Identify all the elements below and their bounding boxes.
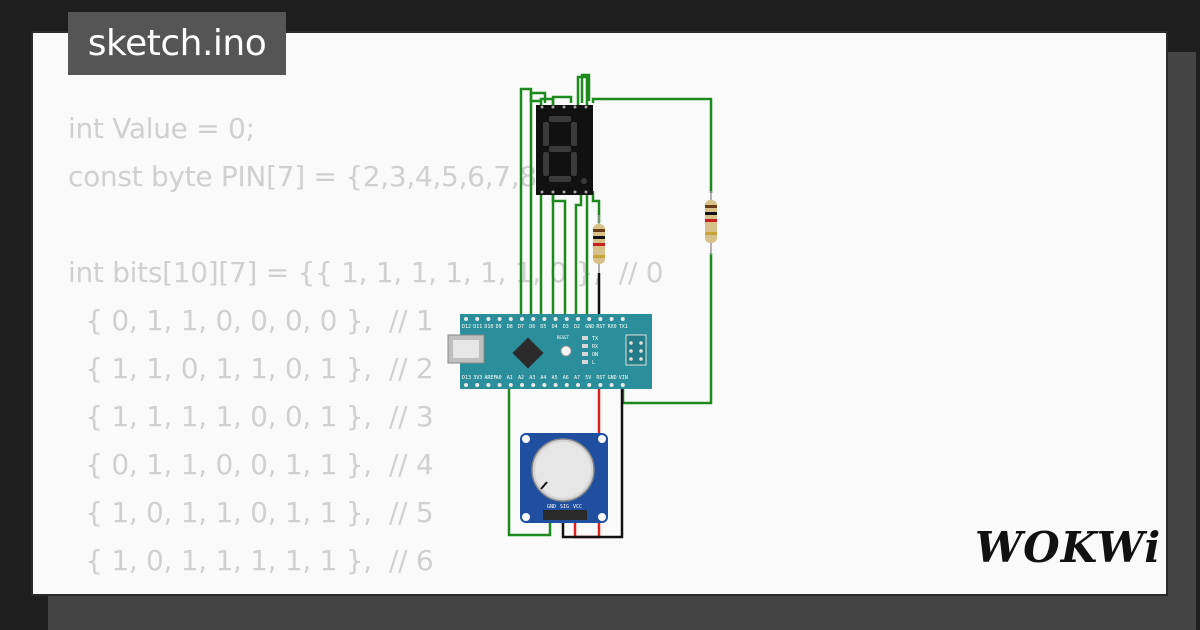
file-name-tab: sketch.ino bbox=[68, 12, 286, 75]
pin-label: A0 bbox=[496, 375, 502, 381]
wire-dp bbox=[580, 73, 591, 103]
code-line: int Value = 0; bbox=[68, 112, 255, 145]
pot-pin-label: GND bbox=[547, 504, 556, 510]
code-line: int bits[10][7] = {{ 1, 1, 1, 1, 1, 1, 0… bbox=[68, 256, 664, 289]
pin-label: D2 bbox=[574, 324, 580, 330]
pin-label: D5 bbox=[540, 324, 546, 330]
pin-d6[interactable] bbox=[531, 317, 536, 321]
pin-a4[interactable] bbox=[542, 383, 547, 387]
pin-rst[interactable] bbox=[598, 383, 603, 387]
pin-label: A3 bbox=[529, 375, 535, 381]
pin-d2[interactable] bbox=[576, 317, 580, 321]
pin-a7[interactable] bbox=[576, 383, 580, 387]
pin-d8[interactable] bbox=[508, 317, 513, 321]
pin-vin[interactable] bbox=[620, 383, 625, 387]
pin-3v3[interactable] bbox=[475, 383, 480, 387]
pin-label: A4 bbox=[540, 375, 546, 381]
pin-label: TX1 bbox=[619, 324, 628, 330]
pin-label: D8 bbox=[507, 324, 513, 330]
pin-rst[interactable] bbox=[598, 317, 603, 321]
pin-d4[interactable] bbox=[553, 317, 558, 321]
seven-segment-display[interactable] bbox=[536, 105, 593, 195]
led-label: L bbox=[592, 360, 595, 366]
code-line: { 1, 0, 1, 1, 1, 1, 1 }, // 6 bbox=[68, 544, 434, 577]
pin-a5[interactable] bbox=[553, 383, 558, 387]
pin-d13[interactable] bbox=[464, 383, 468, 387]
wire-d3 bbox=[574, 193, 583, 317]
pin-a0[interactable] bbox=[497, 383, 502, 387]
pin-label: RST bbox=[596, 324, 605, 330]
pin-d3[interactable] bbox=[564, 317, 569, 321]
pin-tx1[interactable] bbox=[620, 317, 625, 321]
pin-label: VIN bbox=[619, 375, 628, 381]
code-line: { 0, 1, 1, 0, 0, 1, 1 }, // 4 bbox=[68, 448, 434, 481]
pin-label: 5V bbox=[585, 375, 591, 381]
wire-seg-bottom-1 bbox=[591, 191, 601, 223]
wire-d5 bbox=[551, 95, 573, 317]
pin-label: D7 bbox=[518, 324, 524, 330]
wire-top-long bbox=[591, 97, 713, 193]
wokwi-logo: WOKWi bbox=[975, 523, 1162, 572]
pin-d9[interactable] bbox=[497, 317, 502, 321]
code-line: { 1, 1, 1, 1, 0, 0, 1 }, // 3 bbox=[68, 400, 434, 433]
project-preview-card[interactable]: int Value = 0; const byte PIN[7] = {2,3,4… bbox=[33, 33, 1166, 594]
pin-a1[interactable] bbox=[508, 383, 513, 387]
pin-label: D9 bbox=[496, 324, 502, 330]
resistor-1[interactable] bbox=[593, 215, 605, 273]
pin-gnd[interactable] bbox=[587, 317, 592, 321]
pin-d7[interactable] bbox=[520, 317, 524, 321]
pin-label: A5 bbox=[552, 375, 558, 381]
pin-label: GND bbox=[585, 324, 594, 330]
pin-label: D3 bbox=[563, 324, 569, 330]
code-line: const byte PIN[7] = {2,3,4,5,6,7,8}; bbox=[68, 160, 564, 193]
led-label: TX bbox=[592, 336, 598, 342]
pin-label: A6 bbox=[563, 375, 569, 381]
code-line: { 1, 1, 1, 0, 0, 0, 0 }, // 7 bbox=[68, 585, 663, 594]
pin-label: A2 bbox=[518, 375, 524, 381]
pin-label: A1 bbox=[507, 375, 513, 381]
pin-label: GND bbox=[608, 375, 617, 381]
pin-d10[interactable] bbox=[486, 317, 491, 321]
led-label: RX bbox=[592, 344, 598, 350]
pin-a2[interactable] bbox=[520, 383, 524, 387]
reset-label: RESET bbox=[557, 335, 570, 340]
pin-d12[interactable] bbox=[464, 317, 468, 321]
code-line: { 1, 1, 0, 1, 1, 0, 1 }, // 2 bbox=[68, 352, 434, 385]
pin-label: D12 bbox=[462, 324, 471, 330]
code-editor: int Value = 0; const byte PIN[7] = {2,3,4… bbox=[68, 105, 664, 594]
pin-label: RX0 bbox=[608, 324, 617, 330]
knob-indicator bbox=[540, 481, 548, 490]
pin-rx0[interactable] bbox=[609, 317, 614, 321]
pin-label: D6 bbox=[529, 324, 535, 330]
wire-ground bbox=[561, 389, 624, 539]
pin-label: 3V3 bbox=[473, 375, 482, 381]
pin-label: D11 bbox=[473, 324, 482, 330]
pin-label: A7 bbox=[574, 375, 580, 381]
pin-gnd[interactable] bbox=[609, 383, 614, 387]
pin-5v[interactable] bbox=[587, 383, 592, 387]
pin-label: AREF bbox=[484, 375, 496, 381]
pin-a3[interactable] bbox=[531, 383, 536, 387]
pin-a6[interactable] bbox=[564, 383, 569, 387]
wire-d4 bbox=[551, 191, 567, 317]
pin-label: D10 bbox=[484, 324, 493, 330]
resistor-2[interactable] bbox=[705, 191, 717, 255]
wire-d8 bbox=[519, 87, 541, 317]
led-label: ON bbox=[592, 352, 598, 358]
code-line: { 1, 0, 1, 1, 0, 1, 1 }, // 5 bbox=[68, 496, 434, 529]
pin-label: D13 bbox=[462, 375, 471, 381]
code-line: { 0, 1, 1, 0, 0, 0, 0 }, // 1 bbox=[68, 304, 434, 337]
pot-pin-label: SIG bbox=[560, 504, 569, 510]
pin-label: RST bbox=[596, 375, 605, 381]
potentiometer[interactable]: GND SIG VCC bbox=[520, 433, 608, 523]
pin-d5[interactable] bbox=[542, 317, 547, 321]
pin-aref[interactable] bbox=[486, 383, 491, 387]
pot-pin-label: VCC bbox=[573, 504, 582, 510]
pin-d11[interactable] bbox=[475, 317, 480, 321]
pin-label: D4 bbox=[552, 324, 558, 330]
